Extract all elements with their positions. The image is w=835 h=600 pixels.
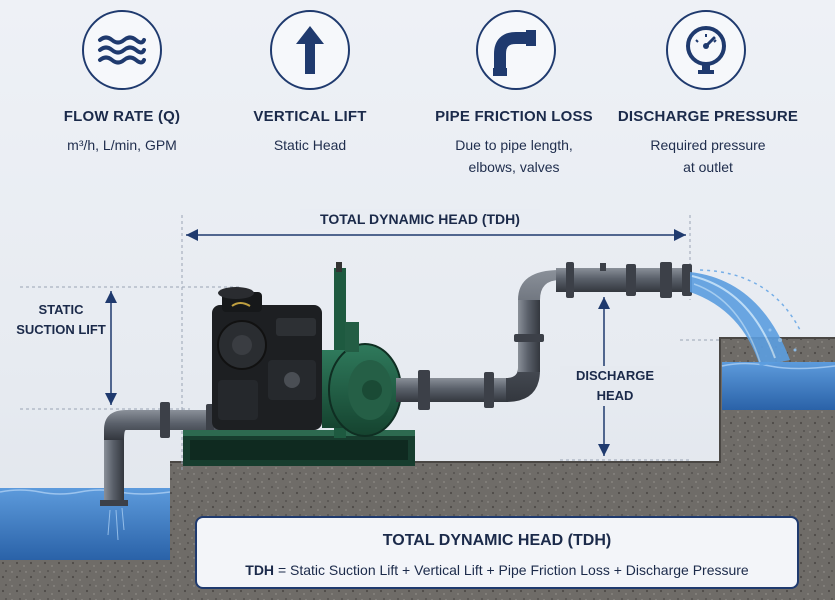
source-water [0,488,170,560]
formula-title: TOTAL DYNAMIC HEAD (TDH) [382,532,612,549]
discharge-pressure-icon-circle [666,10,746,90]
formula-lhs: TDH [245,562,275,578]
pipe-friction-desc-line2: elbows, valves [468,159,560,175]
discharge-head-label: DISCHARGE HEAD [560,366,670,406]
discharge-label-line2: HEAD [596,388,634,403]
flow-rate-title: FLOW RATE (Q) [63,108,181,125]
static-suction-lift-label: STATIC SUCTION LIFT [6,300,116,340]
discharge-pressure-desc-line2: at outlet [683,159,733,175]
pump-skid [183,430,415,466]
discharge-pipe [396,262,692,410]
discharge-pressure-title: DISCHARGE PRESSURE [617,108,799,125]
tdh-dimension-label: TOTAL DYNAMIC HEAD (TDH) [300,209,540,229]
formula-equation: TDH = Static Suction Lift + Vertical Lif… [197,562,797,578]
pressure-gauge-icon [686,26,726,74]
pipe-friction-icon-circle [476,10,556,90]
pipe-friction-desc-line1: Due to pipe length, [455,137,573,153]
tdh-formula-box: TOTAL DYNAMIC HEAD (TDH) TDH = Static Su… [195,516,799,589]
discharge-label-line1: DISCHARGE [575,368,654,383]
vertical-lift-title: VERTICAL LIFT [253,108,367,125]
flow-rate-desc: m³/h, L/min, GPM [67,137,177,153]
pipe-elbow-icon [493,30,536,76]
formula-rhs: = Static Suction Lift + Vertical Lift + … [277,562,749,578]
waves-icon [98,35,146,65]
vertical-lift-desc: Static Head [273,137,347,153]
vertical-lift-icon-circle [270,10,350,90]
pipe-friction-title: PIPE FRICTION LOSS [435,108,593,125]
destination-water [722,362,835,410]
suction-label-line1: STATIC [38,302,84,317]
diesel-engine [212,287,322,430]
arrow-up-icon [296,26,324,74]
centrifugal-pump [322,322,402,437]
suction-label-line2: SUCTION LIFT [16,322,106,337]
water-outflow [690,269,801,366]
flow-rate-icon-circle [82,10,162,90]
discharge-pressure-desc-line1: Required pressure [650,137,766,153]
